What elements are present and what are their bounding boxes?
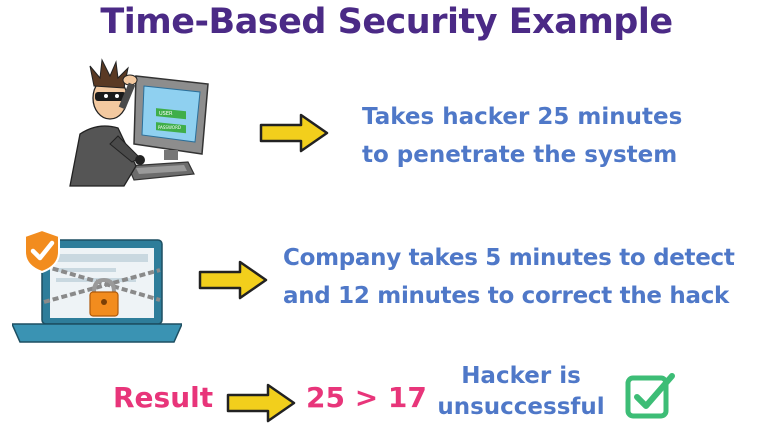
company-time-description: Company takes 5 minutes to detect and 12…: [283, 239, 735, 315]
outcome-line: Hacker is: [461, 363, 581, 389]
user-field-text: USER: [159, 111, 173, 117]
description-line: Company takes 5 minutes to detect: [283, 245, 735, 271]
right-arrow-icon: [198, 260, 268, 300]
password-field-text: PASSWORD: [158, 125, 181, 130]
right-arrow-icon: [226, 383, 296, 423]
result-label: Result: [113, 381, 214, 414]
green-checkbox-icon: [625, 373, 675, 419]
chained-locked-laptop-icon: [12, 239, 182, 343]
hacker-time-description: Takes hacker 25 minutes to penetrate the…: [362, 98, 682, 174]
outcome-line: unsuccessful: [437, 394, 605, 420]
page-title: Time-Based Security Example: [100, 2, 673, 42]
hacker-at-computer-icon: USER PASSWORD: [69, 58, 209, 187]
result-comparison: 25 > 17: [306, 381, 427, 414]
description-line: and 12 minutes to correct the hack: [283, 283, 730, 309]
description-line: to penetrate the system: [362, 142, 678, 168]
right-arrow-icon: [259, 113, 329, 153]
description-line: Takes hacker 25 minutes: [362, 104, 683, 130]
shield-check-icon: [24, 228, 60, 274]
result-outcome: Hacker is unsuccessful: [432, 361, 610, 423]
